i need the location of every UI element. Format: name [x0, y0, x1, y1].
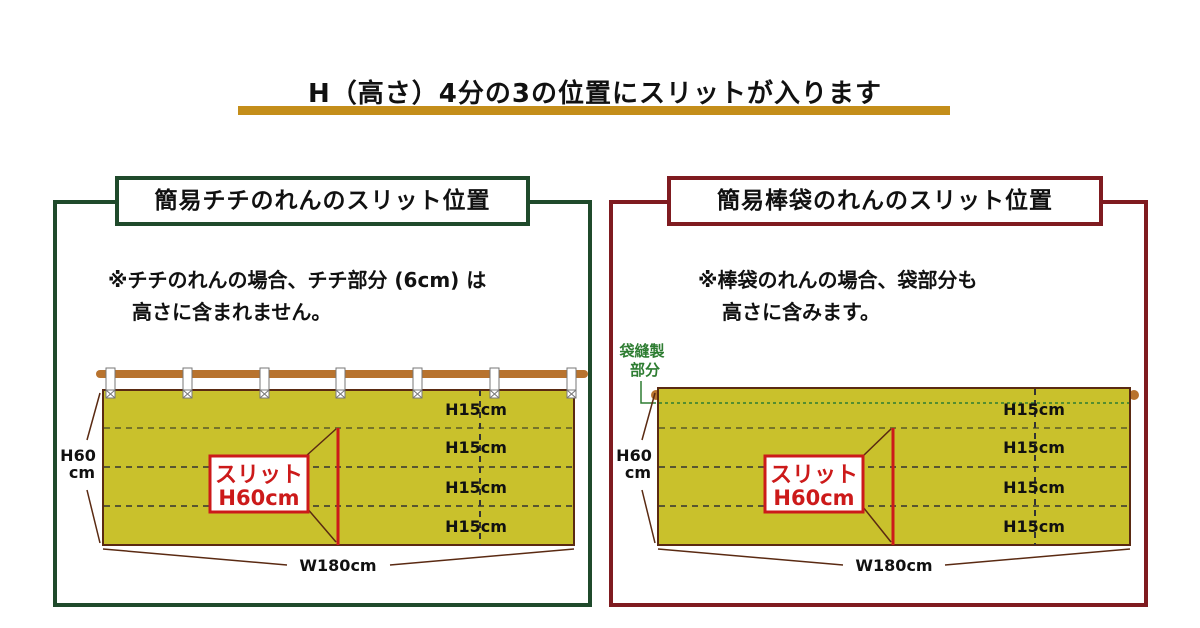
section-label: H15cm [1003, 478, 1065, 497]
height-dimension-lines [641, 392, 656, 544]
section-label: H15cm [1003, 400, 1065, 419]
chichi-note: ※チチのれんの場合、チチ部分 (6cm) は 高さに含まれません。 [108, 264, 486, 328]
section-labels: H15cm H15cm H15cm H15cm [1003, 400, 1065, 536]
section-labels: H15cm H15cm H15cm H15cm [445, 400, 507, 536]
boubukuro-noren-diagram: H15cm H15cm H15cm H15cm スリット H60cm 袋縫製 部… [616, 342, 1139, 575]
slit-label-box [208, 454, 310, 514]
section-label: H15cm [445, 517, 507, 536]
slit-label-line1: スリット [215, 463, 303, 488]
chichi-note-line2: 高さに含まれません。 [132, 300, 332, 324]
boubukuro-panel-title: 簡易棒袋のれんのスリット位置 [667, 176, 1103, 226]
boubukuro-note-line2: 高さに含みます。 [722, 300, 880, 324]
chichi-note-line1: ※チチのれんの場合、チチ部分 (6cm) は [108, 268, 487, 292]
height-label-line1: H60 [616, 446, 652, 465]
boubukuro-note: ※棒袋のれんの場合、袋部分も 高さに含みます。 [698, 264, 977, 328]
sewing-label-line2: 部分 [630, 361, 660, 379]
slit-label-line2: H60cm [773, 486, 854, 510]
section-label: H15cm [445, 438, 507, 457]
section-label: H15cm [445, 478, 507, 497]
slit-label-line2: H60cm [218, 486, 299, 510]
section-label: H15cm [1003, 438, 1065, 457]
section-label: H15cm [1003, 517, 1065, 536]
slit-label-box [763, 454, 865, 514]
chichi-loops [105, 367, 577, 399]
slit-label-line1: スリット [770, 463, 858, 488]
slit-callout-lines [862, 428, 892, 543]
section-label: H15cm [445, 400, 507, 419]
width-label: W180cm [855, 556, 932, 575]
height-label-line1: H60 [60, 446, 96, 465]
width-dimension-lines [102, 548, 575, 566]
slit-callout-lines [305, 428, 337, 543]
page-headline: H（高さ）4分の3の位置にスリットが入ります [308, 79, 882, 109]
chichi-noren-diagram: H15cm H15cm H15cm H15cm スリット H60cm H60 c… [60, 367, 588, 575]
boubukuro-note-line1: ※棒袋のれんの場合、袋部分も [698, 268, 978, 292]
height-label-line2: cm [69, 463, 95, 482]
width-label: W180cm [299, 556, 376, 575]
height-dimension-lines [86, 392, 101, 544]
headline-underline [238, 106, 950, 115]
height-label-line2: cm [625, 463, 651, 482]
rod-end-right [1129, 390, 1139, 400]
sewing-leader-line [640, 381, 656, 404]
sewing-label-line1: 袋縫製 [618, 342, 664, 360]
chichi-panel-title: 簡易チチのれんのスリット位置 [115, 176, 530, 226]
width-dimension-lines [657, 548, 1131, 566]
